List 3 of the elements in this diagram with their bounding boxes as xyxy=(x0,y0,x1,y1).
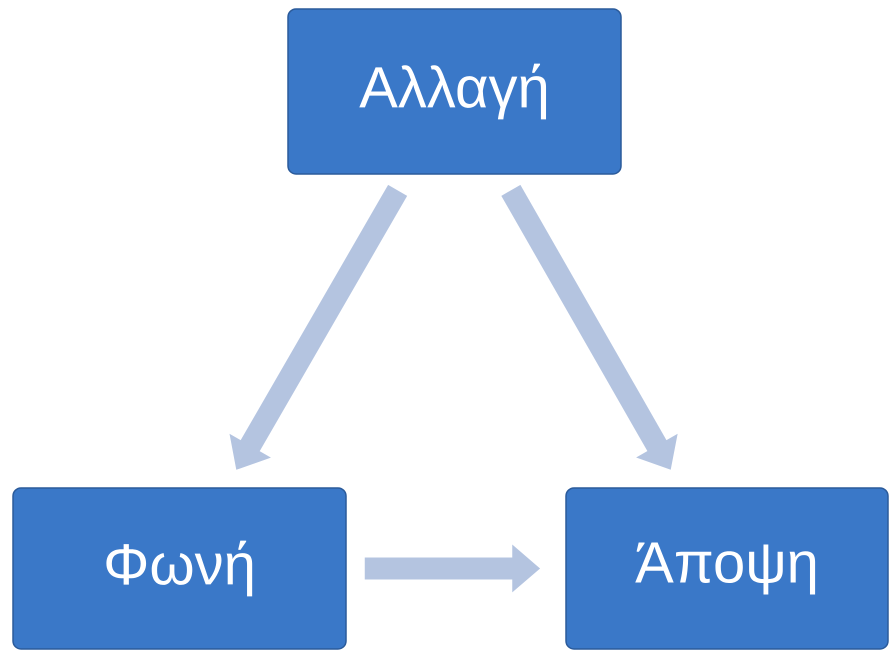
process-box: Άποψη xyxy=(565,487,889,650)
process-box: Αλλαγή xyxy=(287,8,622,175)
process-box: Φωνή xyxy=(12,487,347,650)
